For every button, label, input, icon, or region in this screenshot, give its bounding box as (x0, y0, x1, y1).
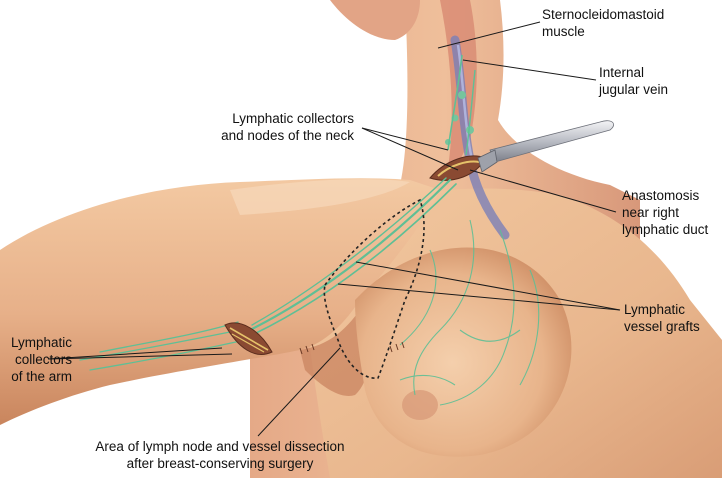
leader-ijv (462, 59, 597, 81)
retractor-handle (489, 120, 614, 163)
breast-lymphatic (459, 329, 521, 342)
label-line: Lymphatic collectors (232, 111, 354, 126)
chin (330, 0, 420, 40)
label-anastomosis: Anastomosis near right lymphatic duct (622, 187, 708, 238)
label-line: Lymphatic (624, 302, 686, 317)
arm-lymphatic-collectors (79, 321, 246, 371)
arm (0, 178, 440, 425)
suture (311, 343, 315, 351)
leader-grafts-2 (337, 283, 621, 311)
arm-incision-vessel (229, 327, 269, 351)
leader-neck-nodes-1 (361, 127, 449, 151)
label-arm-lymphatic-collectors: Lymphatic collectors of the arm (0, 334, 72, 385)
breast-lymphatic (413, 219, 475, 396)
leader-grafts-1 (355, 261, 621, 311)
suture (389, 345, 393, 353)
leader-lines (47, 21, 621, 437)
label-sternocleidomastoid: Sternocleidomastoid muscle (542, 6, 664, 40)
label-line: and nodes of the neck (221, 128, 354, 143)
label-line: lymphatic duct (622, 222, 709, 237)
label-line: Area of lymph node and vessel dissection (95, 439, 345, 454)
suture (305, 345, 309, 353)
breast-lymphatic (399, 374, 456, 386)
leader-scm (437, 21, 541, 49)
breast-lymphatic (399, 249, 437, 346)
label-line: muscle (542, 24, 585, 39)
label-line: of the arm (11, 369, 72, 384)
graft-vessel (249, 183, 457, 337)
areola (402, 390, 438, 420)
retractor-tip (477, 149, 498, 173)
leader-neck-nodes-2 (361, 127, 459, 171)
suture (395, 343, 399, 351)
breast (355, 247, 572, 457)
arm-incision (224, 322, 273, 355)
neck-lymphatic-collector (447, 54, 463, 151)
arm-collector (99, 321, 239, 353)
label-dissection-area: Area of lymph node and vessel dissection… (80, 438, 360, 472)
breast-lymphatic-network (399, 219, 540, 406)
internal-jugular-vein-highlight (456, 44, 474, 161)
label-neck-lymphatic-collectors: Lymphatic collectors and nodes of the ne… (202, 110, 354, 144)
leader-anastomosis (469, 169, 617, 213)
suture (299, 347, 303, 355)
breast-lymphatic (519, 269, 540, 386)
neck-incision-inner (437, 160, 480, 177)
neck-node (458, 91, 466, 99)
label-line: Lymphatic (10, 335, 72, 350)
label-lymphatic-vessel-grafts: Lymphatic vessel grafts (624, 301, 700, 335)
label-line: Internal (599, 65, 645, 80)
label-line: collectors (14, 352, 72, 367)
shoulder-highlight (230, 179, 410, 215)
neck-node (466, 126, 474, 134)
graft-vessel (248, 178, 452, 332)
leader-dissection (257, 347, 341, 437)
label-line: Sternocleidomastoid (542, 7, 665, 22)
dissection-area-outline (323, 198, 425, 379)
leader-arm-2 (47, 353, 233, 360)
leader-arm-1 (47, 347, 223, 360)
lymphatic-vessel-grafts (248, 177, 457, 337)
arm-collector (79, 329, 241, 361)
neck-lymphatic-collector (465, 69, 476, 156)
surgical-retractor (477, 120, 614, 173)
arm-incision-vessel (231, 333, 265, 353)
label-line: Anastomosis (622, 188, 700, 203)
label-internal-jugular-vein: Internal jugular vein (599, 64, 668, 98)
arm-collector (89, 339, 246, 371)
label-line: vessel grafts (624, 319, 700, 334)
label-line: near right (622, 205, 680, 220)
breast-lymphatic (439, 229, 515, 406)
suture-marks (299, 341, 405, 355)
label-line: jugular vein (599, 82, 669, 97)
graft-vessel (251, 177, 447, 326)
label-line: after breast-conserving surgery (126, 456, 314, 471)
suture (401, 341, 405, 349)
